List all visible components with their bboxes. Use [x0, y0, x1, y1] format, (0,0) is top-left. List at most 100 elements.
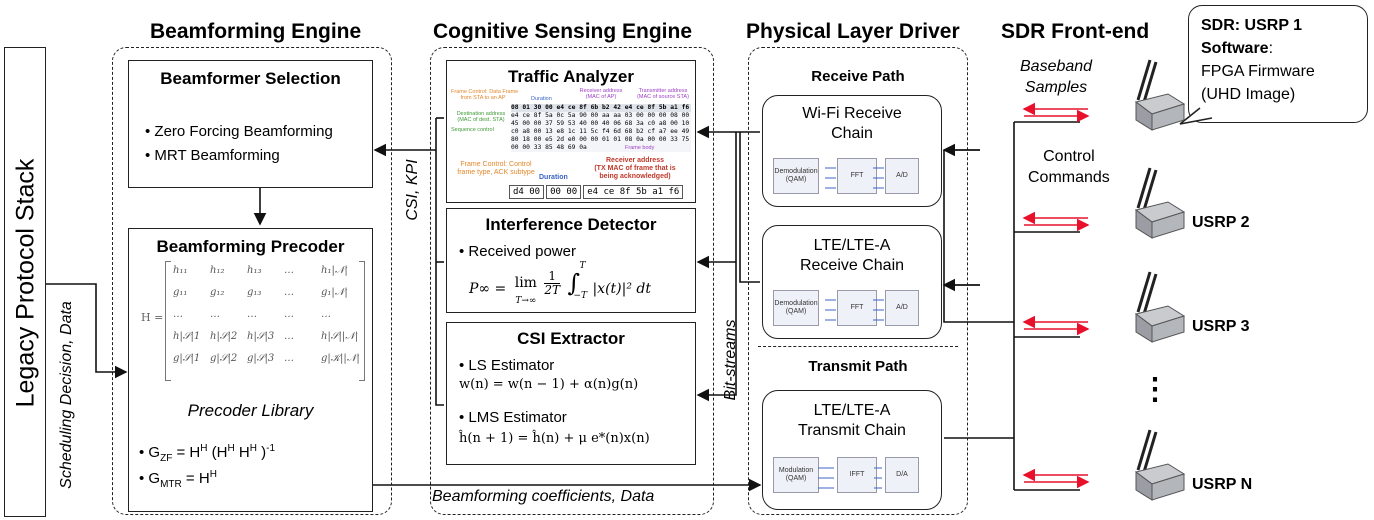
- matrix-cell: g₁₂: [210, 287, 225, 298]
- ack-receiver: e4 ce 8f 5b a1 f6: [583, 185, 684, 199]
- baseband-arrows: [1022, 102, 1090, 489]
- matrix-cell: h|𝒮|2: [210, 331, 238, 342]
- chain-internal-arrows: [818, 167, 884, 489]
- ta-frame-body: Frame body: [625, 145, 655, 151]
- fft-block: FFT: [837, 158, 877, 194]
- csi-extractor-box: CSI Extractor • LS Estimator w(n) = w(n …: [446, 322, 696, 465]
- beamformer-selection-title: Beamformer Selection: [160, 69, 341, 88]
- matrix-cell: h|𝒮|1: [173, 331, 201, 342]
- rx-links: [944, 149, 980, 286]
- matrix-cell: h₁₃: [247, 265, 262, 276]
- callout-colon: :: [1268, 40, 1274, 57]
- lte-receive-chain: LTE/LTE-A Receive Chain Demodulation (QA…: [762, 225, 942, 339]
- formula-upper: T: [579, 261, 586, 271]
- ta-destination: Destination address (MAC of dest. STA): [456, 111, 506, 123]
- lte-transmit-chain: LTE/LTE-A Transmit Chain Modulation (QAM…: [762, 390, 942, 510]
- fft-block: FFT: [837, 290, 877, 326]
- matrix-cell: h|𝒮|3: [247, 331, 275, 342]
- formula-num: 1: [544, 269, 561, 284]
- matrix-cell: …: [284, 331, 294, 342]
- transmit-path-label: Transmit Path: [808, 358, 908, 375]
- ad-block: A/D: [885, 158, 919, 194]
- matrix-cell: g|𝒮|2: [210, 353, 238, 364]
- csi-extractor-title: CSI Extractor: [517, 329, 625, 348]
- lte-rx-line1: LTE/LTE-A: [813, 237, 891, 254]
- hex-line: 45 00 00 37 59 53 40 00 40 06 68 3a c0 a…: [511, 120, 690, 127]
- ack-duration: 00 00: [546, 185, 582, 199]
- formula-lim-sub: T→∞: [515, 296, 537, 306]
- ta-duration-bottom: Duration: [539, 174, 568, 181]
- bf-item-mrt: • MRT Beamforming: [145, 147, 280, 164]
- control-line1: Control: [1043, 148, 1095, 165]
- hex-line: 00 00 33 85 48 69 0a: [511, 144, 587, 151]
- usrp2-device: [1134, 167, 1186, 239]
- formula-lower: −T: [573, 291, 588, 301]
- usrp1-device: [1134, 59, 1186, 131]
- usrp2-label: USRP 2: [1192, 214, 1250, 231]
- matrix-cell: …: [284, 287, 294, 298]
- ls-estimator: • LS Estimator: [459, 357, 555, 374]
- callout-line4: (UHD Image): [1201, 86, 1296, 103]
- cognitive-engine-title: Cognitive Sensing Engine: [433, 20, 693, 43]
- callout-software: Software: [1201, 40, 1269, 57]
- scheduling-arrow: [46, 283, 128, 379]
- ta-receiver-bottom: Receiver address (TX MAC of frame that i…: [594, 157, 676, 180]
- lms-estimator: • LMS Estimator: [459, 409, 567, 426]
- lte-tx-line1: LTE/LTE-A: [813, 402, 891, 419]
- ta-receiver-top: Receiver address (MAC of AP): [579, 88, 623, 100]
- matrix-cell: g₁|𝒩|: [321, 287, 348, 298]
- formula-integrand: |x(t)|² dt: [592, 281, 651, 297]
- hex-line: c0 a8 00 13 e8 1c 11 5c f4 6d 68 b2 cf a…: [511, 128, 690, 135]
- sdr-to-rx: [943, 150, 1014, 323]
- demod-block: Demodulation (QAM): [773, 158, 819, 194]
- wifi-receive-chain: Wi-Fi Receive Chain Demodulation (QAM) F…: [762, 95, 942, 207]
- precoder-title: Beamforming Precoder: [156, 237, 345, 256]
- matrix-cell: g|𝒮|3: [247, 353, 275, 364]
- matrix-cell: …: [247, 309, 257, 320]
- ta-duration-top: Duration: [531, 96, 552, 102]
- gzf-formula: • GZF = HH (HH HH )-1: [139, 443, 276, 464]
- gmtr-formula: • GMTR = HH: [139, 469, 217, 490]
- formula-lhs: P∞ =: [469, 281, 507, 297]
- callout-line1: SDR: USRP 1: [1201, 17, 1303, 34]
- hex-line: 80 18 00 e5 2d e0 00 00 01 01 08 0a 00 0…: [511, 136, 690, 143]
- matrix-lhs: H =: [141, 311, 164, 324]
- matrix-cell: …: [210, 309, 220, 320]
- bitstream-to-csi-arrow: [696, 132, 737, 402]
- received-power-formula: P∞ = lim T→∞ 1 2T ∫ T −T |x(t)|² dt: [469, 261, 651, 306]
- matrix-cell: g₁₃: [247, 287, 262, 298]
- lte-tx-line2: Transmit Chain: [798, 422, 906, 439]
- cognitive-bus: [435, 118, 444, 406]
- traffic-analyzer-title: Traffic Analyzer: [508, 67, 634, 86]
- receive-path-label: Receive Path: [811, 68, 905, 85]
- ta-transmitter-top: Transmitter address (MAC of source STA): [637, 88, 689, 100]
- phy-driver-group: [748, 47, 968, 515]
- matrix-cell: …: [173, 309, 183, 320]
- interference-item: • Received power: [459, 243, 576, 260]
- usrp1-callout: SDR: USRP 1 Software: FPGA Firmware (UHD…: [1188, 5, 1368, 123]
- formula-lim: lim: [514, 275, 537, 291]
- precoder-library-label: Precoder Library: [187, 401, 314, 420]
- usrp-ellipsis: ⋮: [1140, 373, 1170, 406]
- bf-item-zf: • Zero Forcing Beamforming: [145, 123, 333, 140]
- mod-block: Modulation (QAM): [773, 457, 819, 493]
- lte-to-bus: [739, 132, 760, 283]
- callout-tail: [1179, 107, 1213, 125]
- wifi-chain-line2: Chain: [831, 125, 873, 142]
- matrix-cell: h₁₁: [173, 265, 188, 276]
- matrix-cell: …: [321, 309, 331, 320]
- ls-formula: w(n) = w(n − 1) + α(n)g(n): [459, 377, 639, 392]
- hex-line: e4 ce 8f 5a 0c 5a 90 00 aa aa 03 00 00 0…: [511, 112, 690, 119]
- matrix-cell: g|𝒮|1: [173, 353, 201, 364]
- baseband-line1: Baseband: [1020, 58, 1093, 75]
- legacy-protocol-stack: Legacy Protocol Stack: [4, 47, 46, 517]
- da-block: D/A: [885, 457, 919, 493]
- beamforming-engine-group: [112, 47, 392, 515]
- beamformer-selection-box: Beamformer Selection • Zero Forcing Beam…: [128, 60, 373, 188]
- ta-ack-hex: d4 00 00 00 e4 ce 8f 5b a1 f6: [509, 185, 684, 199]
- interference-title: Interference Detector: [485, 215, 657, 234]
- bf-coeff-label: Beamforming coefficients, Data: [432, 488, 655, 505]
- usrp3-device: [1134, 271, 1186, 343]
